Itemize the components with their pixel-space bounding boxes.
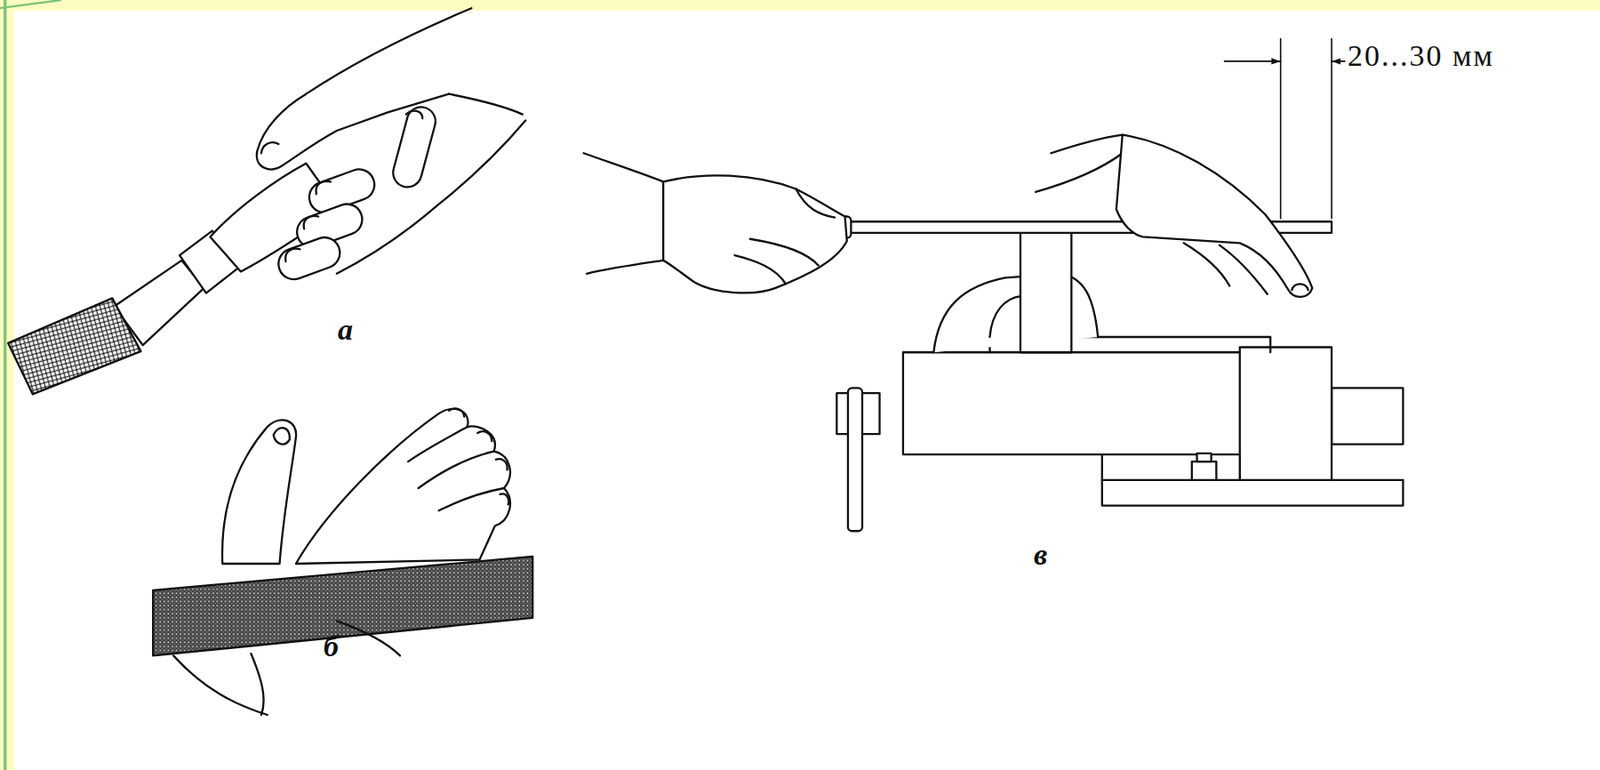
dimension-lines	[1224, 39, 1345, 219]
figure-b-hands-file	[152, 408, 533, 715]
figure-a-hand-file	[8, 8, 526, 394]
figure-v-vise	[836, 232, 1403, 531]
frame-line	[3, 0, 7, 770]
figure-letter: а	[337, 312, 353, 346]
dimension-label: 20...30 мм	[1345, 39, 1496, 72]
figure-letter: б	[323, 629, 339, 663]
frame-line	[0, 0, 62, 8]
figure-v-hands-file	[584, 135, 1332, 297]
figure-letter: в	[1033, 537, 1048, 571]
